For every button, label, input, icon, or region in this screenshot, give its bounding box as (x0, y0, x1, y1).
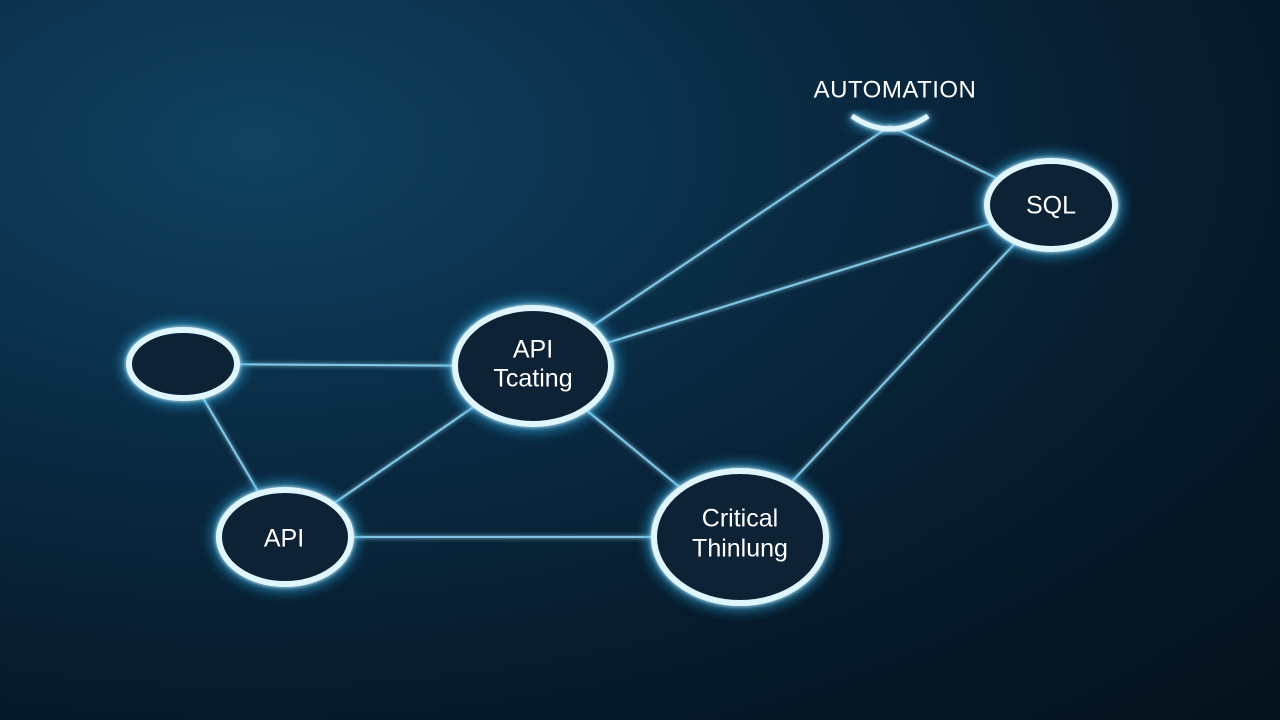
node-sql-label: SQL (1026, 192, 1076, 220)
edge-blank-to-api-testing (235, 363, 457, 367)
node-critical-thinking-label-line2: Thinlung (692, 535, 788, 563)
edge-api-testing-to-critical-thinking (584, 408, 683, 490)
node-api-testing: API Tcating (447, 300, 619, 432)
edge-sql-to-api-testing (603, 222, 994, 345)
node-api: API (211, 482, 359, 592)
edge-sql-to-critical-thinking (789, 240, 1018, 485)
edge-automation-arc-to-sql (889, 125, 1001, 181)
node-blank (121, 322, 245, 406)
edge-blank-to-api (200, 394, 261, 495)
node-api-testing-label-line1: API (513, 336, 553, 364)
node-sql: SQL (979, 153, 1123, 257)
edge-api-to-api-testing (331, 404, 477, 506)
node-api-testing-label-line2: Tcating (493, 365, 572, 393)
node-api-label: API (264, 525, 304, 553)
node-critical-thinking: Critical Thinlung (646, 463, 834, 611)
connection-lines (200, 125, 1018, 539)
edge-automation-arc-to-api-testing (589, 125, 891, 329)
automation-label: AUTOMATION (814, 76, 977, 103)
node-critical-thinking-label-line1: Critical (702, 505, 778, 533)
automation-node: AUTOMATION (814, 76, 977, 136)
